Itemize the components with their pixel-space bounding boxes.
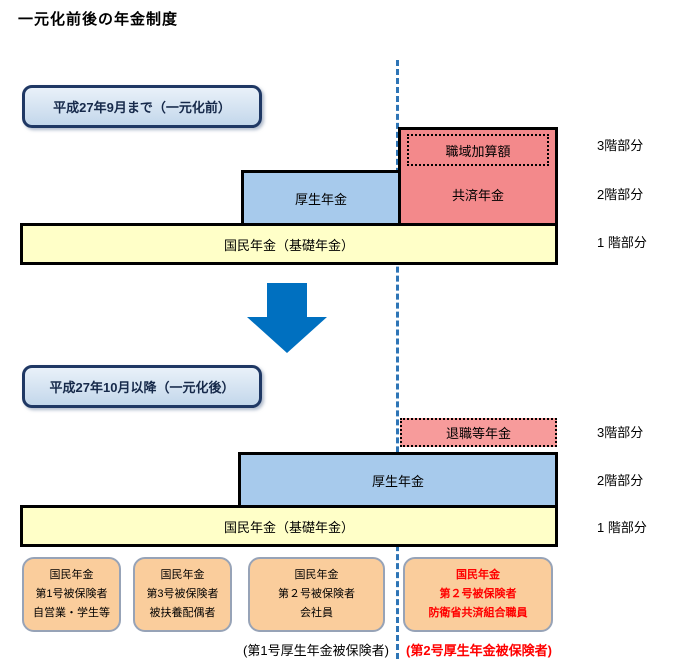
insured-group-no2-company: 国民年金 第２号被保険者 会社員 — [248, 557, 385, 632]
kyosai-nenkin-box: 職域加算額 共済年金 — [398, 127, 558, 226]
floor-label-3f-before: 3階部分 — [597, 138, 644, 153]
group-line: 防衛省共済組合職員 — [428, 607, 528, 620]
period-label-before: 平成27年9月まで（一元化前） — [22, 85, 262, 128]
insured-group-no2-defense: 国民年金 第２号被保険者 防衛省共済組合職員 — [403, 557, 553, 632]
down-arrow-icon — [247, 283, 327, 353]
group-line: 国民年金 — [49, 568, 94, 581]
kyosai-nenkin-label: 共済年金 — [451, 188, 504, 203]
caption-daiichigo: (第1号厚生年金被保険者) — [243, 643, 389, 658]
kosei-nenkin-box-after: 厚生年金 — [238, 452, 558, 508]
caption-dainigo: (第2号厚生年金被保険者) — [406, 643, 552, 658]
group-line: 国民年金 — [294, 568, 339, 581]
floor-label-3f-after: 3階部分 — [597, 425, 644, 440]
insured-group-no1: 国民年金 第1号被保険者 自営業・学生等 — [22, 557, 121, 632]
floor-label-2f-after: 2階部分 — [597, 473, 644, 488]
kokumin-nenkin-box-before: 国民年金（基礎年金） — [20, 223, 558, 265]
floor-label-1f-after: 1 階部分 — [597, 520, 647, 535]
insured-group-no3: 国民年金 第3号被保険者 被扶養配偶者 — [133, 557, 232, 632]
group-line: 国民年金 — [456, 568, 500, 581]
group-line: 第２号被保険者 — [439, 587, 517, 600]
group-line: 第3号被保険者 — [146, 587, 219, 600]
group-line: 第1号被保険者 — [35, 587, 108, 600]
group-line: 自営業・学生等 — [33, 607, 110, 620]
group-line: 被扶養配偶者 — [149, 607, 216, 620]
floor-label-1f-before: 1 階部分 — [597, 235, 647, 250]
page-title: 一元化前後の年金制度 — [18, 11, 179, 28]
taishoku-nenkin-box: 退職等年金 — [400, 418, 557, 447]
separator-dashed-line — [396, 60, 399, 659]
group-line: 会社員 — [300, 607, 333, 620]
group-line: 第２号被保険者 — [278, 587, 355, 600]
kokumin-nenkin-box-after: 国民年金（基礎年金） — [20, 505, 558, 547]
floor-label-2f-before: 2階部分 — [597, 187, 644, 202]
period-label-after: 平成27年10月以降（一元化後） — [22, 365, 262, 408]
shokuiki-kasan-box: 職域加算額 — [407, 134, 549, 166]
group-line: 国民年金 — [160, 568, 205, 581]
kosei-nenkin-box-before: 厚生年金 — [241, 170, 401, 226]
